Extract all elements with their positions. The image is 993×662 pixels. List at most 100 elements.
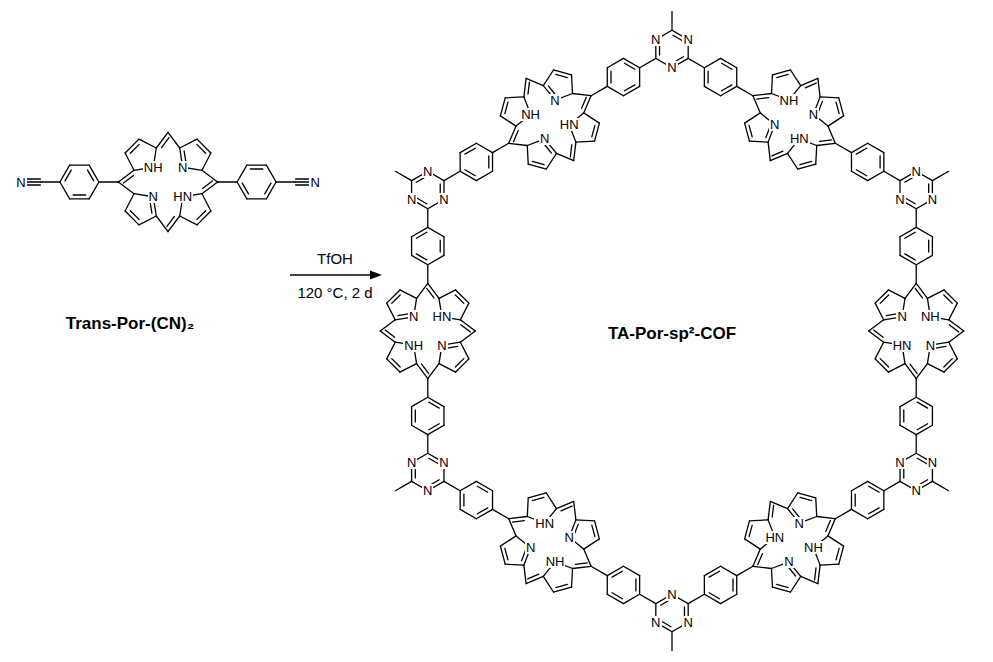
- bond-line: [509, 516, 528, 518]
- bond-line: [732, 579, 733, 591]
- bond-line: [704, 58, 720, 67]
- bond-line: [156, 216, 168, 232]
- bond-line: [237, 165, 247, 182]
- bond-line: [512, 521, 524, 522]
- bond-line: [118, 182, 134, 194]
- bond-line: [60, 182, 70, 199]
- bond-line: [688, 58, 704, 67]
- atom-label: HN: [789, 132, 810, 145]
- bond-line: [40, 181, 60, 182]
- bond-line: [60, 165, 70, 182]
- bond-line: [883, 153, 884, 172]
- bond-line: [868, 481, 884, 490]
- bond-line: [707, 71, 708, 83]
- bond-line: [73, 194, 85, 195]
- atom-label: N: [436, 339, 447, 352]
- bond-line: [869, 331, 884, 342]
- bond-line: [556, 584, 568, 587]
- bond-line: [736, 576, 737, 595]
- atom-label: N: [564, 531, 575, 544]
- bond-line: [443, 237, 444, 256]
- bond-line: [476, 509, 492, 518]
- bond-line: [492, 153, 493, 172]
- atom-label: NH: [779, 94, 800, 107]
- bond-line: [828, 116, 844, 126]
- bond-line: [709, 571, 719, 577]
- bond-line: [745, 113, 761, 123]
- bond-line: [856, 170, 866, 176]
- bond-line: [70, 198, 90, 199]
- atom-label: N: [666, 61, 677, 74]
- bond-line: [899, 237, 900, 256]
- bond-line: [276, 181, 296, 182]
- bond-line: [818, 78, 820, 97]
- bond-line: [801, 78, 818, 85]
- bond-line: [422, 364, 429, 374]
- bond-line: [180, 139, 197, 148]
- bond-line: [576, 519, 595, 521]
- atom-label: N: [927, 193, 938, 206]
- atom-label: N: [177, 161, 188, 174]
- bond-line: [242, 183, 248, 194]
- bond-line: [916, 435, 917, 454]
- bond-line: [688, 594, 704, 603]
- bond-line: [800, 497, 812, 500]
- bond-line: [916, 364, 927, 379]
- atom-label: N: [406, 193, 417, 206]
- bond-line: [949, 331, 964, 342]
- atom-label: HN: [892, 339, 913, 352]
- bond-line: [488, 156, 489, 168]
- bond-line: [624, 85, 634, 91]
- atom-label: N: [783, 555, 794, 568]
- bond-line: [571, 569, 573, 588]
- bond-line: [412, 227, 428, 236]
- bond-line: [561, 506, 572, 511]
- bond-line: [89, 165, 99, 182]
- bond-line: [476, 143, 492, 152]
- atom-label: N: [408, 310, 419, 323]
- atom-label: N: [650, 616, 661, 629]
- bond-line: [722, 63, 732, 69]
- bond-line: [820, 140, 832, 141]
- bond-line: [427, 209, 428, 228]
- bond-line: [592, 125, 595, 137]
- bond-line: [460, 481, 476, 490]
- bond-line: [387, 359, 400, 372]
- bond-line: [851, 143, 867, 152]
- bond-line: [456, 290, 469, 303]
- reaction-condition: TfOH: [316, 251, 354, 266]
- atom-label: N: [438, 456, 449, 469]
- bond-line: [125, 153, 134, 170]
- atom-label: N: [549, 94, 560, 107]
- bond-line: [400, 290, 417, 298]
- bond-line: [427, 435, 428, 454]
- bond-line: [768, 142, 770, 161]
- bond-line: [460, 342, 468, 359]
- bond-line: [835, 509, 851, 518]
- bond-line: [915, 288, 922, 298]
- bond-line: [570, 145, 571, 157]
- bond-line: [412, 255, 428, 264]
- atom-label: N: [525, 541, 536, 554]
- bond-line: [460, 303, 468, 320]
- bond-line: [380, 331, 395, 342]
- bond-line: [772, 505, 773, 517]
- bond-line: [905, 254, 915, 260]
- bond-line: [916, 209, 917, 228]
- bond-line: [624, 63, 634, 69]
- bond-line: [704, 86, 720, 95]
- bond-line: [493, 509, 509, 518]
- bond-line: [610, 71, 611, 83]
- bond-line: [476, 171, 492, 180]
- bond-line: [571, 75, 573, 94]
- bond-line: [704, 566, 720, 575]
- bond-line: [416, 232, 426, 238]
- bond-line: [395, 481, 411, 490]
- atom-label: HN: [172, 190, 193, 203]
- bond-line: [875, 342, 883, 359]
- bond-line: [753, 93, 772, 95]
- bond-line: [771, 569, 773, 588]
- bond-line: [125, 139, 139, 153]
- bond-line: [671, 632, 672, 651]
- bond-line: [770, 153, 787, 160]
